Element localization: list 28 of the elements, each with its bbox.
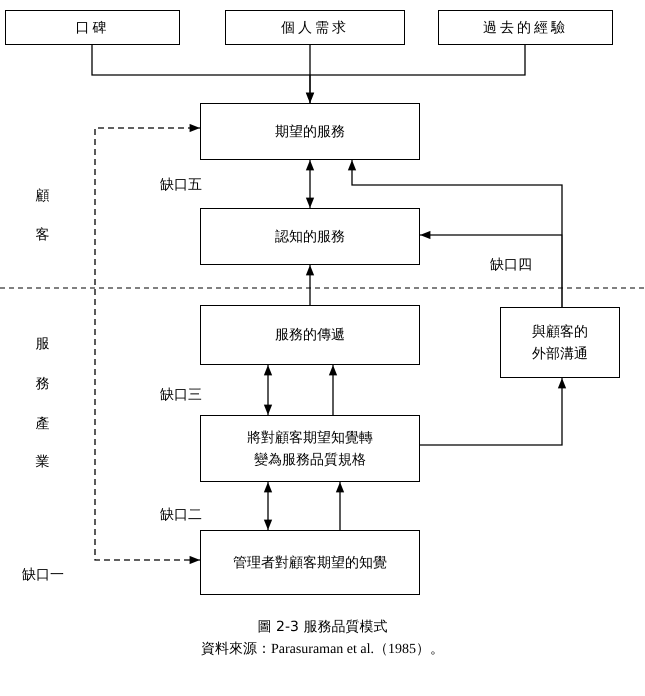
arrow: [264, 365, 272, 415]
gap-label: 缺口三: [160, 386, 202, 404]
process-box: 將對顧客期望知覺轉變為服務品質規格: [200, 415, 420, 482]
process-box: 管理者對顧客期望的知覺: [200, 530, 420, 595]
arrow: [264, 482, 272, 530]
arrow: [94, 124, 200, 564]
process-box: 服務的傳遞: [200, 305, 420, 365]
vertical-label: 顧客: [34, 176, 50, 254]
arrow: [306, 45, 526, 103]
gap-label: 缺口五: [160, 176, 202, 194]
process-box: 與顧客的外部溝通: [500, 307, 620, 378]
gap-label: 缺口一: [22, 566, 64, 584]
process-box: 認知的服務: [200, 208, 420, 265]
source-note: 資料來源：Parasuraman et al.（1985）。: [200, 640, 445, 658]
arrow: [336, 482, 344, 530]
tag-box: 個人需求: [225, 10, 405, 45]
tag-box: 過去的經驗: [438, 10, 613, 45]
arrow: [420, 378, 566, 446]
tag-box: 口碑: [5, 10, 180, 45]
process-box: 期望的服務: [200, 103, 420, 160]
gap-label: 缺口四: [490, 256, 532, 274]
vertical-label: 服務產業: [34, 326, 50, 482]
figure-caption: 圖 2-3 服務品質模式: [256, 618, 388, 636]
gap-label: 缺口二: [160, 506, 202, 524]
arrow: [306, 160, 314, 208]
arrow: [328, 365, 338, 415]
arrow: [348, 160, 563, 307]
arrow: [306, 265, 314, 305]
